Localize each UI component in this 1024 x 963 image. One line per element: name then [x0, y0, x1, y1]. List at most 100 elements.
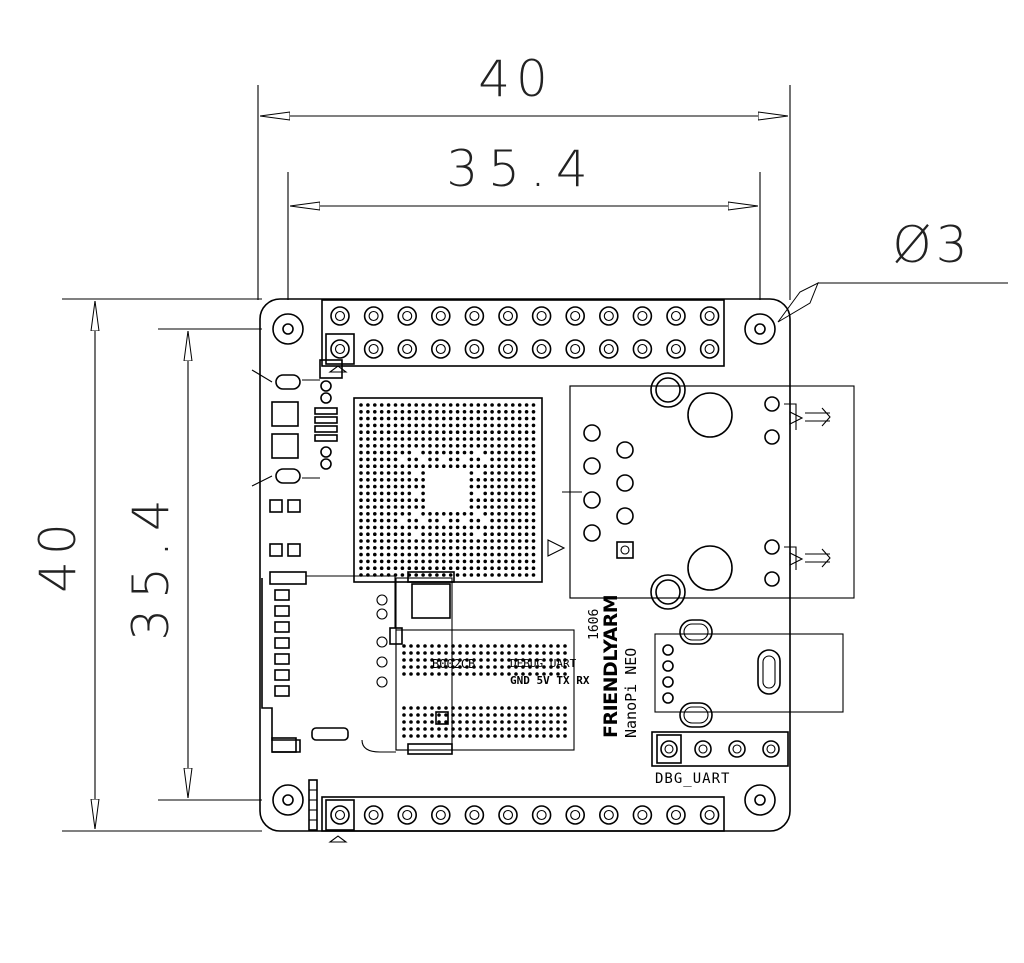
bga-ball [400, 410, 405, 414]
bga-ball [393, 478, 398, 482]
bga-ball [469, 532, 474, 536]
bga-ball [393, 430, 398, 435]
bga-ball [366, 464, 370, 469]
dram-ball [500, 644, 504, 648]
dram-ball [458, 727, 462, 731]
bga-ball [497, 512, 501, 516]
bga-ball [504, 546, 508, 550]
dram-ball [493, 720, 497, 724]
bga-ball [531, 450, 536, 455]
bga-ball [421, 505, 425, 509]
bga-ball [455, 566, 460, 570]
bga-ball [414, 410, 419, 414]
dram-ball [521, 727, 525, 731]
bga-ball [517, 423, 522, 428]
dram-ball [556, 734, 560, 738]
dram-ball [500, 734, 504, 738]
dram-ball [493, 644, 497, 648]
dram-ball [458, 734, 462, 738]
bga-ball [483, 403, 488, 407]
bga-ball [483, 416, 488, 421]
bga-ball [497, 573, 501, 577]
bga-ball [386, 491, 391, 496]
bga-ball [442, 552, 446, 557]
header-pin-hole [603, 343, 614, 355]
bga-ball [524, 566, 529, 570]
bga-ball [462, 450, 467, 455]
bga-ball [373, 450, 377, 455]
bga-ball [476, 478, 481, 482]
bga-ball [435, 518, 439, 523]
bga-ball [511, 559, 515, 564]
bga-ball [421, 525, 425, 530]
dram-ball [444, 706, 448, 710]
dram-ball [430, 651, 434, 655]
bga-ball [393, 444, 398, 448]
dram-ball [423, 658, 427, 662]
dram-ball [409, 658, 413, 662]
header-pin-hole [368, 343, 379, 355]
dram-ball [451, 665, 455, 669]
bga-ball [448, 532, 453, 536]
bga-ball [407, 512, 412, 516]
bga-ball [504, 491, 508, 496]
dram-ball [430, 713, 434, 717]
bga-ball [455, 416, 460, 421]
bga-ball [428, 525, 432, 530]
bga-ball [455, 573, 460, 577]
dram-ball [444, 651, 448, 655]
bga-ball [442, 403, 446, 407]
bga-ball [407, 532, 412, 536]
bga-ball [435, 552, 439, 557]
header-pin [430, 306, 451, 326]
dram-ball [486, 658, 490, 662]
bga-ball [448, 423, 453, 428]
bga-ball [531, 471, 536, 475]
dram-ball [472, 665, 476, 669]
bga-ball [359, 539, 363, 543]
bga-ball [400, 559, 405, 564]
bga-ball [407, 437, 412, 441]
bga-ball [373, 491, 377, 496]
dram-ball [437, 734, 441, 738]
bga-ball [373, 464, 377, 469]
bga-ball [373, 559, 377, 564]
header-pin [598, 805, 619, 825]
dram-ball [549, 665, 553, 669]
bga-ball [524, 478, 529, 482]
bga-ball [504, 539, 508, 543]
bga-ball [511, 512, 515, 516]
bga-ball [469, 478, 474, 482]
header-pin [498, 306, 518, 326]
dram-ball [479, 706, 483, 710]
bga-ball [490, 552, 494, 557]
header-pin-hole [603, 310, 614, 322]
dram-ball [521, 720, 525, 724]
header-pin [498, 339, 518, 359]
dram-ball [507, 672, 511, 676]
bga-ball [497, 491, 501, 496]
dram-ball [556, 651, 560, 655]
header-pin [397, 339, 418, 359]
dram-ball [535, 734, 539, 738]
bga-ball [476, 552, 481, 557]
bga-ball [366, 437, 370, 441]
header-pin-hole [637, 343, 648, 355]
bga-ball [531, 525, 536, 530]
dram-ball [493, 665, 497, 669]
header-pin-hole [435, 809, 446, 821]
dram-ball [409, 672, 413, 676]
bga-ball [469, 403, 474, 407]
dram-ball [458, 665, 462, 669]
dram-ball [507, 713, 511, 717]
bga-ball [490, 546, 494, 550]
memory-and-misc-chips [376, 571, 575, 755]
bga-ball [386, 410, 391, 414]
bga-ball [448, 552, 453, 557]
bga-ball [414, 430, 419, 435]
bga-ball [531, 478, 536, 482]
bga-ball [421, 430, 425, 435]
bga-ball [448, 437, 453, 441]
bga-ball [490, 512, 494, 516]
bga-ball [366, 552, 370, 557]
